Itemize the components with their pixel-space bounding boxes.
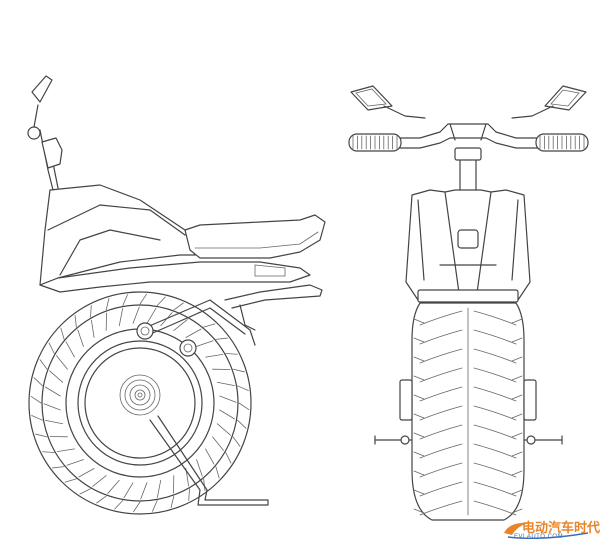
side-view-seat xyxy=(184,214,326,259)
front-view-mirrors xyxy=(350,85,587,119)
side-view-body xyxy=(39,184,311,293)
front-view-body xyxy=(405,189,531,303)
watermark-site: EVLAUTO.COM xyxy=(514,534,564,540)
car-swoosh-icon xyxy=(504,522,589,540)
side-view-frame xyxy=(136,284,323,506)
front-view xyxy=(348,85,589,521)
front-view-supports xyxy=(374,379,563,445)
watermark-brand: 电动汽车时代 xyxy=(522,521,600,536)
front-view-handlebar xyxy=(348,123,589,249)
side-view-wheel xyxy=(28,291,252,515)
side-view xyxy=(27,75,326,515)
front-view-wheel xyxy=(411,302,525,521)
watermark-logo: 电动汽车时代 EVLAUTO.COM xyxy=(500,515,600,545)
side-view-steering xyxy=(27,75,63,191)
